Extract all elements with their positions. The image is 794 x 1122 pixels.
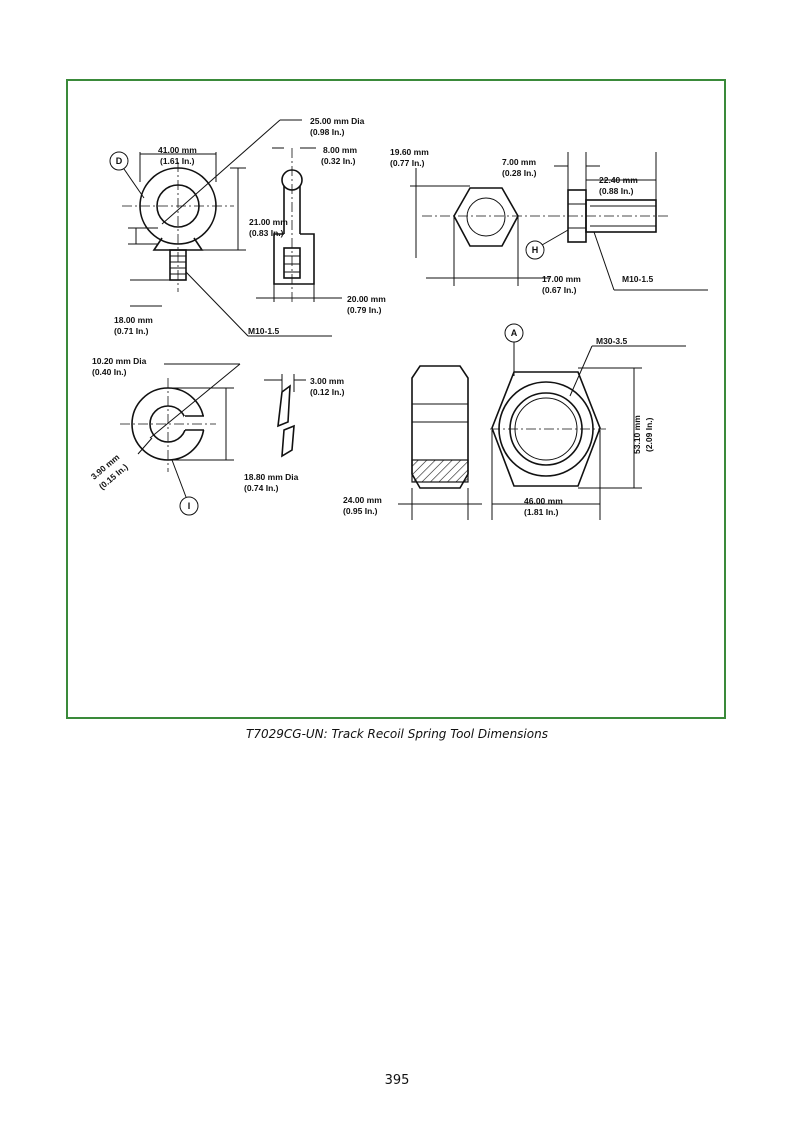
nut-across-flats-in: (1.81 In.) [524, 507, 559, 517]
nut-thickness-mm: 24.00 mm [343, 495, 382, 505]
eyebolt-shank-mm: 20.00 mm [347, 294, 386, 304]
nut-height-in: (2.09 In.) [644, 417, 654, 452]
bolt-shank-len-mm: 22.40 mm [599, 175, 638, 185]
eyebolt-side-view [256, 147, 342, 302]
tool-dimensions-drawing: D H A I 25.00 mm Dia (0.98 In.) 41.00 mm… [89, 116, 708, 520]
bolt-head-thk-mm: 7.00 mm [502, 157, 536, 167]
callout-i-label: I [188, 501, 191, 511]
eyebolt-thickness-in: (0.32 In.) [321, 156, 356, 166]
page-number: 395 [384, 1073, 410, 1088]
eyebolt-outer-dia-in: (1.61 In.) [160, 156, 195, 166]
nut-side-view [398, 365, 482, 520]
bolt-thread: M10-1.5 [622, 274, 653, 284]
nut-across-flats-mm: 46.00 mm [524, 496, 563, 506]
callout-d-label: D [116, 156, 123, 166]
eyebolt-thickness-mm: 8.00 mm [323, 145, 357, 155]
nut-thickness-in: (0.95 In.) [343, 506, 378, 516]
eyebolt-inner-dia-mm: 25.00 mm Dia [310, 116, 365, 126]
bolt-across-flats-in: (0.67 In.) [542, 285, 577, 295]
bolt-head-height-in: (0.77 In.) [390, 158, 425, 168]
eyebolt-front-view [109, 119, 332, 337]
dimension-labels: D H A I 25.00 mm Dia (0.98 In.) 41.00 mm… [89, 116, 654, 517]
eyebolt-thread: M10-1.5 [248, 326, 279, 336]
hex-bolt-side-view [525, 152, 708, 291]
eyebolt-stem-dia-in: (0.71 In.) [114, 326, 149, 336]
lock-washer-side-view [264, 374, 306, 458]
callout-a-label: A [511, 328, 518, 338]
washer-thickness-mm: 3.00 mm [310, 376, 344, 386]
eyebolt-shank-in: (0.79 In.) [347, 305, 382, 315]
bolt-across-flats-mm: 17.00 mm [542, 274, 581, 284]
lock-washer-front-view [120, 363, 241, 516]
figure-caption: T7029CG-UN: Track Recoil Spring Tool Dim… [246, 727, 548, 741]
bolt-head-height-mm: 19.60 mm [390, 147, 429, 157]
washer-outer-dia-mm: 18.80 mm Dia [244, 472, 299, 482]
nut-height-mm: 53.10 mm [632, 415, 642, 454]
washer-inner-dia-mm: 10.20 mm Dia [92, 356, 147, 366]
figure-frame: D H A I 25.00 mm Dia (0.98 In.) 41.00 mm… [66, 79, 726, 719]
eyebolt-ring-height-mm: 21.00 mm [249, 217, 288, 227]
eyebolt-outer-dia-mm: 41.00 mm [158, 145, 197, 155]
nut-thread: M30-3.5 [596, 336, 627, 346]
eyebolt-inner-dia-in: (0.98 In.) [310, 127, 345, 137]
eyebolt-stem-dia-mm: 18.00 mm [114, 315, 153, 325]
callout-h-label: H [532, 245, 539, 255]
bolt-shank-len-in: (0.88 In.) [599, 186, 634, 196]
eyebolt-ring-height-in: (0.83 In.) [249, 228, 284, 238]
washer-thickness-in: (0.12 In.) [310, 387, 345, 397]
washer-outer-dia-in: (0.74 In.) [244, 483, 279, 493]
bolt-head-thk-in: (0.28 In.) [502, 168, 537, 178]
washer-inner-dia-in: (0.40 In.) [92, 367, 127, 377]
nut-front-view [490, 323, 686, 520]
hex-bolt-end-view [410, 168, 550, 286]
